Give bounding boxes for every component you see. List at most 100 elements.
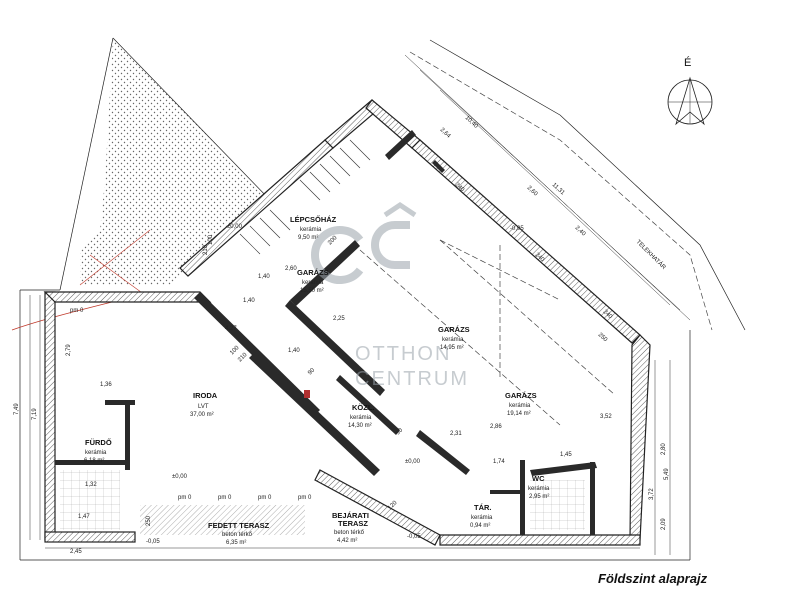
dim-text: 3,72 [649,488,655,500]
dim-text: 1,40 [243,298,255,304]
room-kozl: KÖZL. kerámia 14,30 m² [348,403,375,429]
dim-text: 3,52 [600,414,612,420]
room-area: 19,14 m² [507,411,531,417]
boundary-label: TELEKHATÁR [635,238,668,271]
level-marker: -0,05 [146,539,160,545]
dim-text: 2,31 [450,431,462,437]
room-finish: kerámia [302,280,324,286]
stair-treads [239,139,371,255]
dim-text: 200 [327,235,339,247]
room-name: KÖZL. [352,403,375,412]
room-name: GARÁZS [505,391,537,400]
dim-text: 100 [229,345,241,357]
dim-text: 250 [597,332,609,344]
room-bejarati-terasz: BEJÁRATI TERASZ beton térkő 4,42 m² [332,511,369,544]
interior-walls [55,130,597,535]
level-marker: pm 0 [218,495,232,501]
dim-text: 2,86 [490,424,502,430]
room-name: GARÁZS [438,325,470,334]
dim-text: 1,36 [100,382,112,388]
room-garazs-1: GARÁZS kerámia 15,50 m² [297,268,329,294]
room-name: IRODA [193,391,218,400]
drawing-caption: Földszint alaprajz [598,571,708,586]
dim-text: 120 [387,500,399,512]
room-name-2: TERASZ [338,519,368,528]
room-area: 37,00 m² [190,412,214,418]
level-markers: pm 0 pm 0 pm 0 pm 0 pm 0 ±0,00 ±0,00 ±0,… [70,224,524,545]
room-name: TÁR. [474,503,492,512]
room-area: 4,42 m² [337,538,357,544]
dim-text: 4,27 [225,326,237,332]
dim-text: 2,45 [70,549,82,555]
room-tar: TÁR. kerámia 0,94 m² [470,503,493,529]
watermark-logo [311,201,417,284]
room-finish: kerámia [442,337,464,343]
dim-text: 90 [395,427,404,436]
dimension-lines [29,54,691,555]
red-site-line [11,299,121,331]
room-area: 0,94 m² [470,523,490,529]
watermark-line2: CENTRUM [355,368,469,390]
room-garazs-3: GARÁZS kerámia 19,14 m² [505,391,537,417]
room-finish: kerámia [300,227,322,233]
room-area: 14,95 m² [440,345,464,351]
room-fedett-terasz: FEDETT TERASZ beton térkő 6,35 m² [208,521,270,546]
dim-text: 1,32 [85,482,97,488]
dim-text: 7,19 [32,408,38,420]
dim-text: 1,74 [493,459,505,465]
room-area: 14,30 m² [348,423,372,429]
dim-text: 5,49 [664,468,670,480]
room-name: GARÁZS [297,268,329,277]
dim-text: 90 [307,367,316,376]
room-finish: beton térkő [222,532,253,538]
dim-text: 1,40 [258,274,270,280]
north-label: É [684,56,691,69]
dim-text: 2,25 [333,316,345,322]
room-garazs-2: GARÁZS kerámia 14,95 m² [438,325,470,351]
room-name: WC [532,474,545,483]
room-area: 6,18 m² [84,458,104,464]
dim-text: 100 [208,234,214,245]
bathroom-tiles [60,470,120,530]
room-name: LÉPCSŐHÁZ [290,215,337,224]
room-name: FEDETT TERASZ [208,521,270,530]
level-marker: -0,05 [510,226,524,232]
north-arrow [667,76,713,126]
room-finish: kerámia [85,450,107,456]
dim-text: 1,47 [78,514,90,520]
level-marker: ±0,00 [405,459,421,465]
room-lepcsohaz: LÉPCSŐHÁZ kerámia 9,50 m² [290,215,337,241]
dimension-texts: 7,49 7,19 1,36 2,79 1,32 1,47 2,45 4,27 … [14,115,670,555]
level-marker: pm 0 [70,308,84,314]
room-finish: kerámia [350,415,372,421]
dim-text: 1,40 [288,348,300,354]
room-area: 2,95 m² [529,494,549,500]
dim-text: 210 [237,352,249,364]
dim-text: 2,60 [526,185,539,198]
level-marker: pm 0 [178,495,192,501]
dim-text: 1,45 [560,452,572,458]
dim-text: 2,09 [661,518,667,530]
terrace-paving [140,505,305,535]
room-finish: LVT [198,404,209,410]
dim-text: 250 [146,515,152,526]
room-iroda: IRODA LVT 37,00 m² [190,391,218,418]
level-marker: pm 0 [298,495,312,501]
watermark-line1: OTTHON [355,343,451,365]
red-marker [304,390,310,398]
dim-text: 240 [454,182,466,194]
dim-text: 2,64 [439,127,452,140]
level-marker: ±0,00 [172,474,188,480]
room-finish: kerámia [528,486,550,492]
room-furdo: FÜRDŐ kerámia 6,18 m² [84,438,112,464]
dim-text: 240 [602,309,614,321]
level-marker: ±0,00 [227,224,243,230]
garden-area [80,38,270,285]
room-finish: kerámia [509,403,531,409]
room-name: BEJÁRATI [332,511,369,520]
dim-text: 2,40 [574,225,587,238]
dim-text: 7,49 [14,403,20,415]
dim-text: 2,80 [661,443,667,455]
plot-boundary [429,39,746,331]
